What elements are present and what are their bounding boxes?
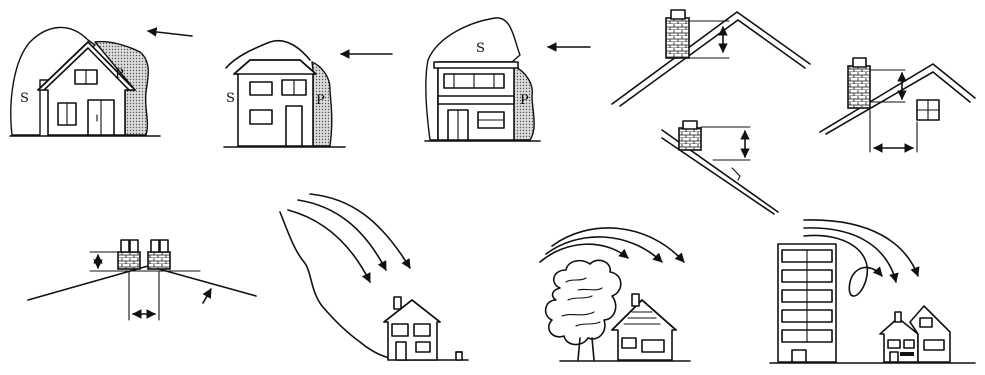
chimney xyxy=(666,18,689,58)
pressure-zone-label: P xyxy=(316,93,325,108)
chimney xyxy=(848,66,870,108)
chimney-left xyxy=(118,252,140,269)
suction-zone-label: S xyxy=(226,91,235,106)
suction-zone-label: S xyxy=(20,91,29,106)
two-storey-house-panel: S P xyxy=(224,41,345,147)
hillside xyxy=(280,212,468,360)
chimney-on-slope-panel xyxy=(662,121,778,214)
twin-chimney-ridge-panel xyxy=(28,240,256,320)
tree-canopy xyxy=(546,260,621,344)
house-behind-trees-panel xyxy=(540,228,690,361)
chimney xyxy=(679,128,701,150)
house-beside-tower-panel xyxy=(770,220,975,363)
suction-zone-label: S xyxy=(476,41,485,56)
pressure-zone-label: P xyxy=(115,67,124,82)
flat-roof-house-panel: S P xyxy=(425,18,540,141)
pressure-zone-label: P xyxy=(520,93,529,108)
house-below-hill-panel xyxy=(280,194,468,360)
chimney-near-window-panel xyxy=(820,58,975,152)
wind-arrow-1 xyxy=(148,31,192,36)
chimney-right xyxy=(148,252,170,269)
chimney-near-ridge-panel xyxy=(612,10,810,106)
pitched-roof-house-panel: S P xyxy=(10,27,160,136)
